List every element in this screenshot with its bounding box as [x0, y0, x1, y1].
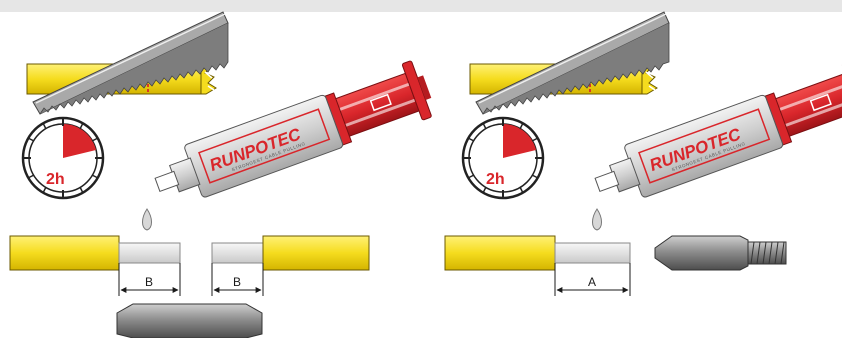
coupling-sleeve [116, 303, 263, 338]
epoxy-drop [592, 208, 602, 231]
saw-blade [32, 11, 229, 115]
timer-clock: 2h [21, 116, 105, 200]
elapsed-sector [503, 124, 536, 158]
elapsed-sector [63, 124, 96, 158]
dimension-b-right: B [211, 263, 264, 296]
dimension-label: B [233, 275, 241, 289]
saw-blade [475, 11, 670, 115]
dimension-label: A [588, 275, 596, 289]
epoxy-drop [142, 208, 152, 231]
dimension-label: B [145, 275, 153, 289]
right-panel: 2h RUNPOTEC STRONGEST CABLE PULLING [444, 11, 842, 296]
dimension-b-left: B [118, 263, 181, 296]
rod-right [211, 235, 370, 271]
left-panel: 2h RUNPOTEC STRONGEST CABLE PULLING [9, 11, 432, 338]
threaded-end-fitting [654, 235, 787, 271]
rod-with-core [444, 235, 631, 271]
dimension-a: A [554, 263, 631, 296]
rod-left [9, 235, 181, 271]
top-bar [0, 0, 842, 12]
clock-label: 2h [486, 171, 505, 188]
clock-label: 2h [46, 171, 65, 188]
timer-clock: 2h [461, 116, 545, 200]
epoxy-syringe: RUNPOTEC STRONGEST CABLE PULLING [592, 60, 842, 231]
